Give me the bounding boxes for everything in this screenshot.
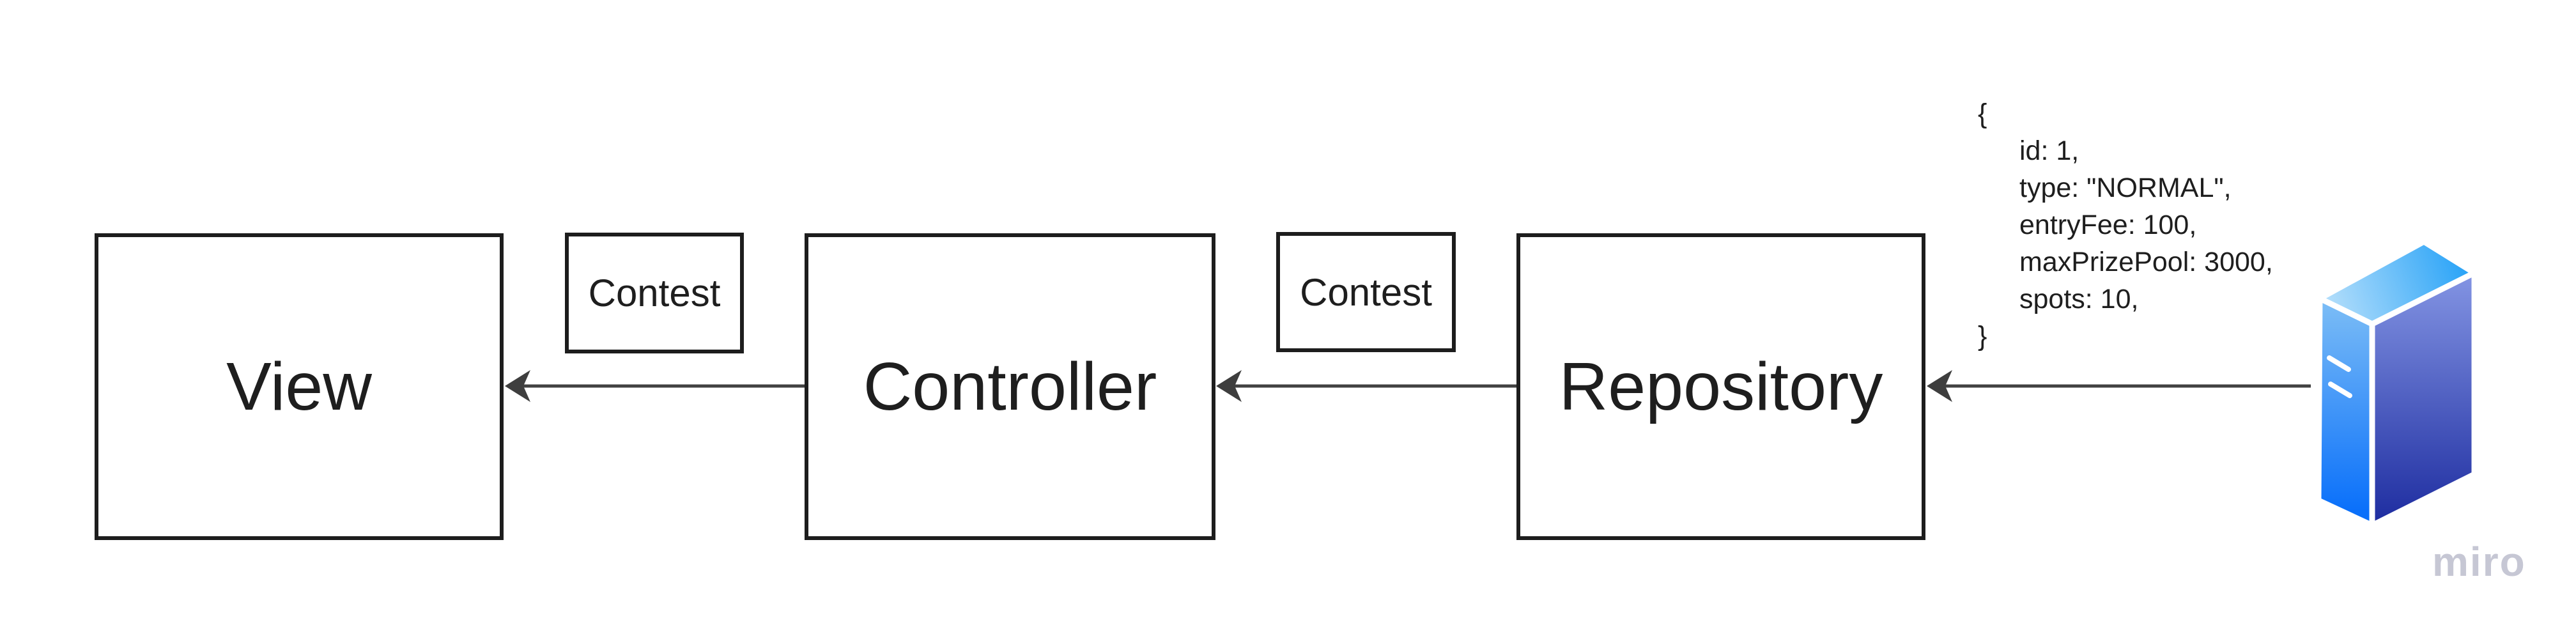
- code-snippet-text[interactable]: { id: 1, type: "NORMAL", entryFee: 100, …: [1978, 95, 2273, 355]
- server-vent-slash-2: [2328, 382, 2352, 398]
- database-server-icon[interactable]: [2315, 238, 2478, 529]
- server-vent-slash-1: [2327, 355, 2351, 372]
- server-right-face: [2369, 270, 2478, 529]
- connector-label-contest-1[interactable]: Contest: [565, 233, 744, 353]
- shape-controller-box[interactable]: Controller: [805, 233, 1215, 540]
- arrow-controller-to-view-head: [505, 370, 530, 402]
- server-left-face: [2315, 295, 2375, 529]
- arrow-repository-to-controller[interactable]: [1216, 370, 1516, 402]
- controller-box-label: Controller: [863, 348, 1157, 424]
- code-line-open-brace: {: [1978, 98, 1987, 129]
- code-line-entryfee: entryFee: 100,: [2019, 210, 2197, 240]
- arrow-database-to-repository[interactable]: [1927, 370, 2311, 402]
- arrow-controller-to-view[interactable]: [505, 370, 805, 402]
- code-line-id: id: 1,: [2019, 135, 2079, 166]
- miro-watermark-logo: miro: [2432, 539, 2526, 585]
- code-line-close-brace: }: [1978, 321, 1987, 352]
- shape-repository-box[interactable]: Repository: [1516, 233, 1925, 540]
- code-line-maxprizepool: maxPrizePool: 3000,: [2019, 247, 2273, 277]
- shape-view-box[interactable]: View: [95, 233, 504, 540]
- contest-2-label-text: Contest: [1300, 270, 1432, 314]
- repository-box-label: Repository: [1559, 348, 1883, 424]
- contest-1-label-text: Contest: [588, 272, 721, 314]
- code-line-type: type: "NORMAL",: [2019, 173, 2232, 203]
- arrow-database-to-repository-head: [1927, 370, 1952, 402]
- code-line-spots: spots: 10,: [2019, 284, 2139, 314]
- connector-label-contest-2[interactable]: Contest: [1276, 232, 1456, 352]
- view-box-label: View: [226, 348, 372, 424]
- arrow-repository-to-controller-head: [1216, 370, 1242, 402]
